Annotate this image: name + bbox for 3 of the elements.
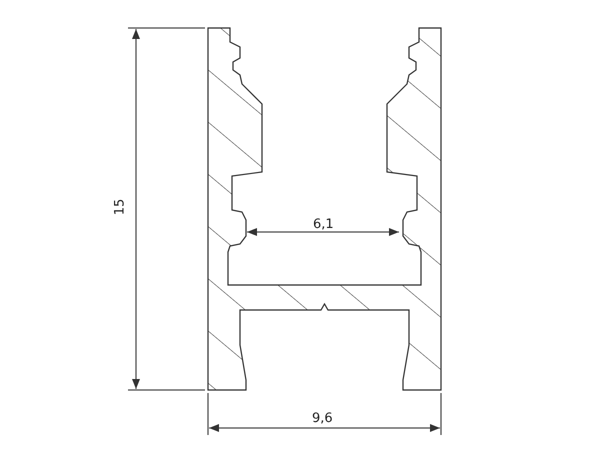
dimension-value: 6,1	[313, 218, 334, 232]
dimension-value: 9,6	[312, 412, 333, 426]
dimension-value: 15	[113, 198, 128, 216]
